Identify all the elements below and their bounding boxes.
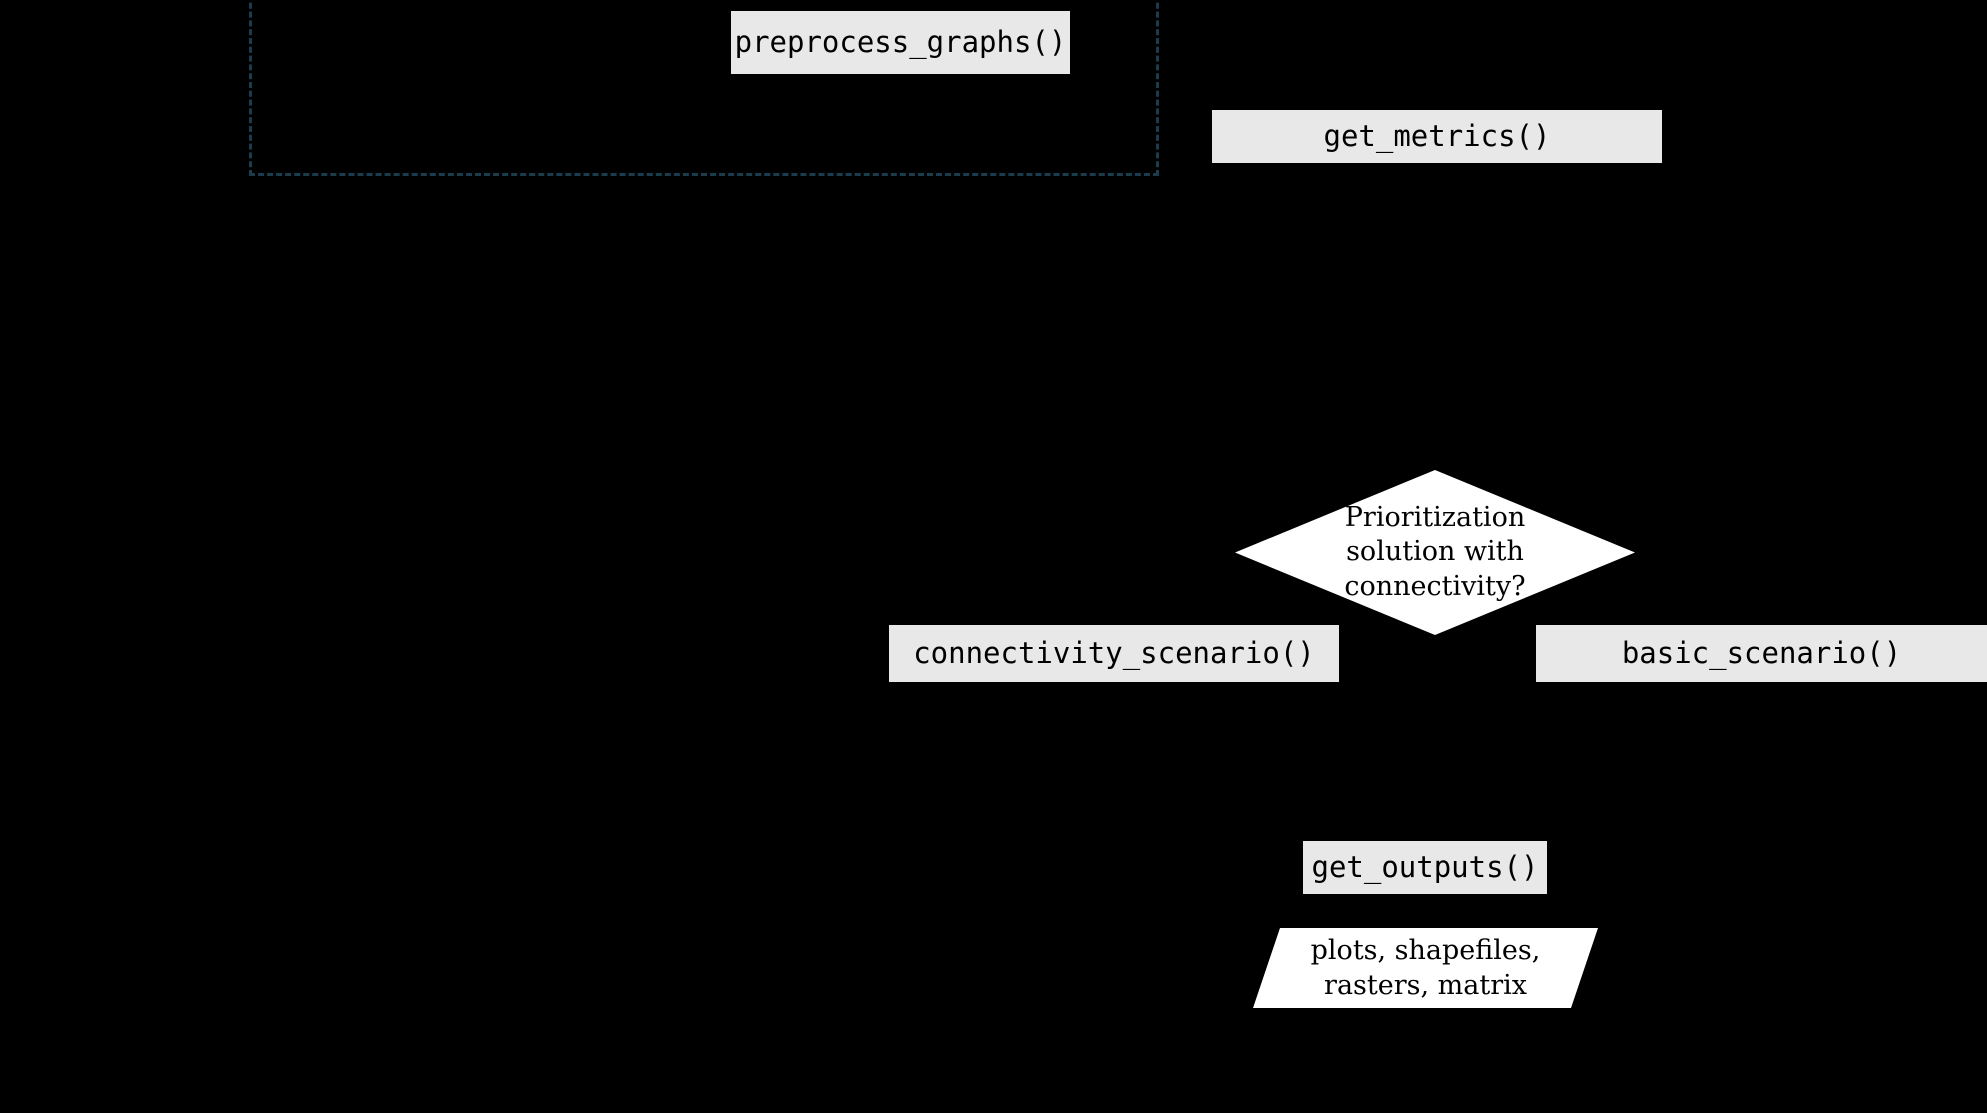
node-get-outputs-label: get_outputs()	[1311, 849, 1539, 884]
node-get-outputs[interactable]: get_outputs()	[1303, 841, 1547, 894]
node-get-metrics[interactable]: get_metrics()	[1212, 110, 1662, 163]
decision-diamond-shape	[1235, 470, 1635, 635]
node-prioritization-decision[interactable]: Prioritization solution with connectivit…	[1235, 470, 1635, 635]
node-get-metrics-label: get_metrics()	[1323, 118, 1551, 153]
node-basic-scenario-label: basic_scenario()	[1621, 635, 1902, 670]
preprocessing-group-container	[249, 0, 1159, 176]
data-parallelogram-shape	[1253, 928, 1598, 1008]
node-preprocess-graphs-label: preprocess_graphs()	[734, 24, 1067, 59]
node-basic-scenario[interactable]: basic_scenario()	[1536, 625, 1987, 682]
node-connectivity-scenario[interactable]: connectivity_scenario()	[889, 625, 1339, 682]
node-preprocess-graphs[interactable]: preprocess_graphs()	[731, 11, 1070, 74]
node-connectivity-scenario-label: connectivity_scenario()	[913, 635, 1315, 670]
node-outputs-data[interactable]: plots, shapefiles, rasters, matrix	[1253, 928, 1598, 1008]
